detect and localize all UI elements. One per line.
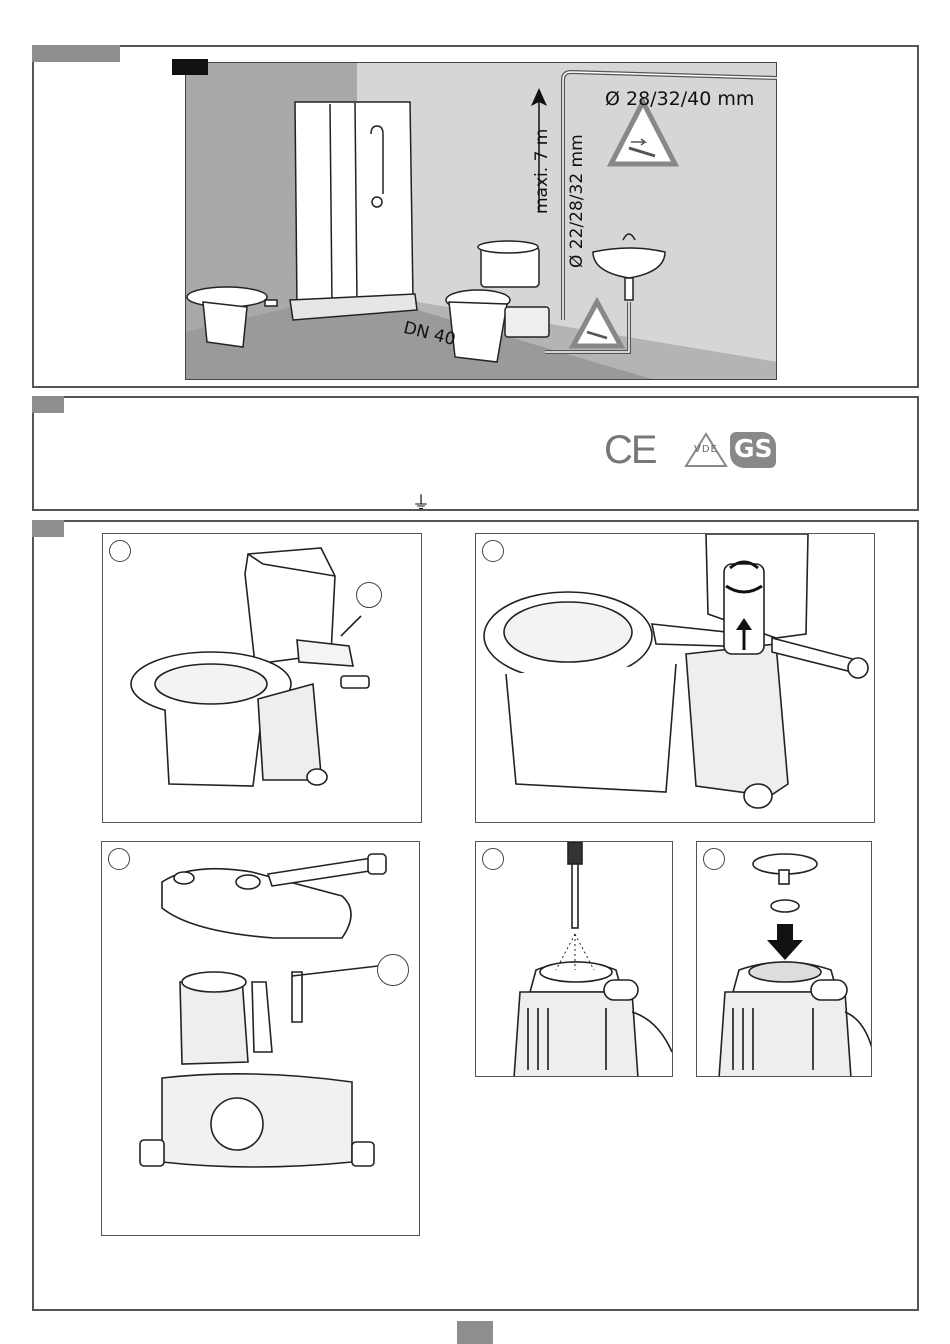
ce-mark: CE [604, 428, 656, 473]
ground-symbol: ⏚ [412, 489, 430, 515]
step-5-figure [696, 841, 872, 1077]
figure-tab [172, 59, 208, 75]
section-tab-installation [32, 45, 120, 62]
vertical-pipe-label: Ø 22/28/32 mm [567, 134, 587, 268]
section-tab-assembly [32, 520, 64, 537]
section-tab-certification [32, 396, 64, 413]
height-label: maxi. 7 m [532, 94, 552, 214]
certification-section [32, 396, 919, 511]
step-number-circle [482, 540, 504, 562]
step-number-circle [109, 540, 131, 562]
page-number-tab [457, 1321, 493, 1344]
step-4-figure [475, 841, 673, 1077]
gs-mark-text: GS [734, 434, 773, 463]
vde-mark-text: VDE [694, 444, 718, 455]
step-number-circle [482, 848, 504, 870]
arrow-down-icon [767, 924, 803, 960]
step-number-circle [108, 848, 130, 870]
step-3-figure [101, 841, 420, 1236]
callout-circle [356, 582, 382, 608]
callout-circle [377, 954, 409, 986]
vde-mark: VDE [684, 432, 728, 468]
step-number-circle [703, 848, 725, 870]
gs-mark: GS [730, 432, 776, 468]
step-2-figure [475, 533, 875, 823]
step-1-figure [102, 533, 422, 823]
installation-diagram: maxi. 7 m Ø 28/32/40 mm Ø 22/28/32 mm DN… [185, 62, 777, 380]
discharge-pipe-label: Ø 28/32/40 mm [605, 88, 754, 110]
